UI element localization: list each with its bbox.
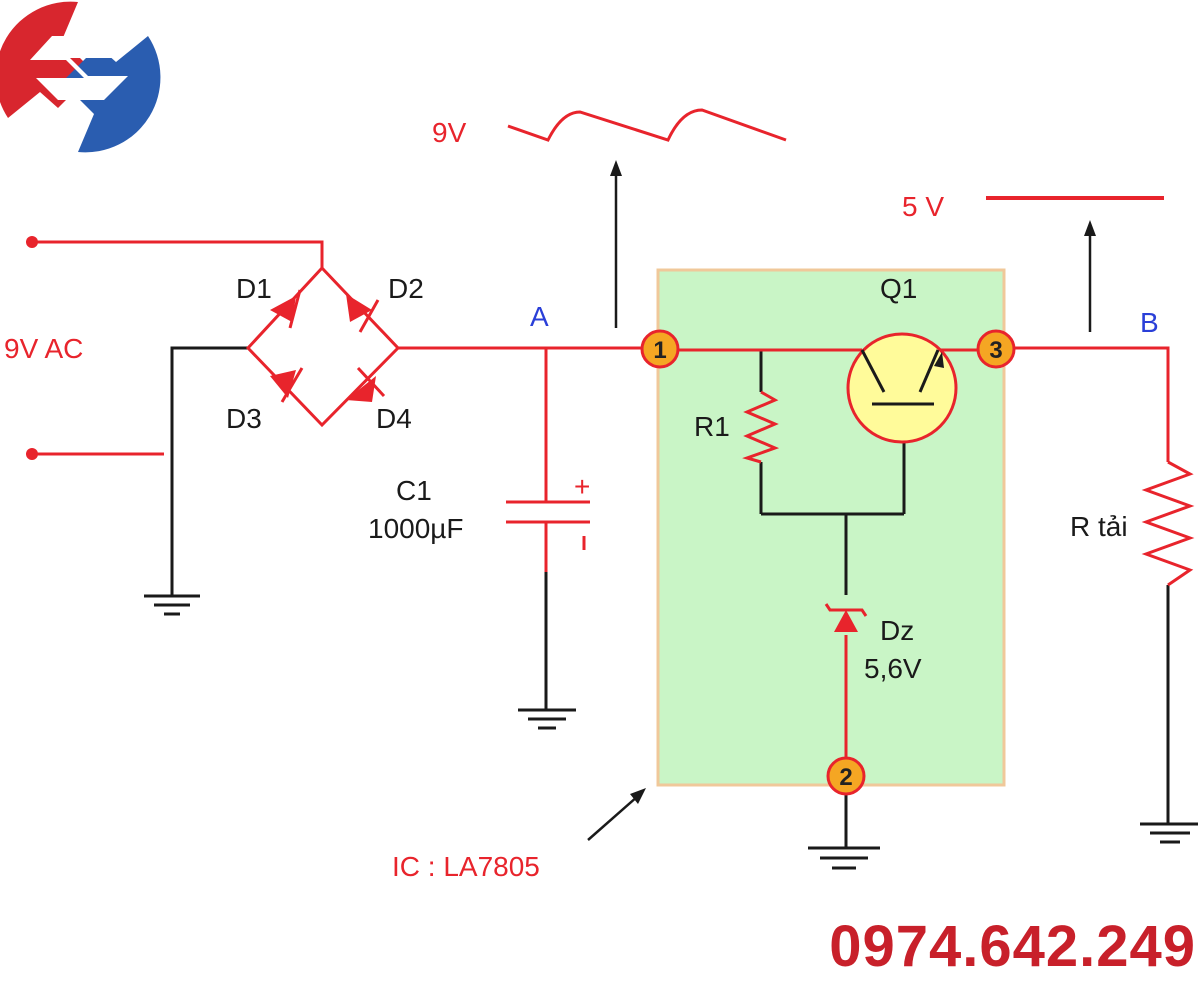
ac-terminal-top <box>26 236 38 248</box>
load-resistor-label: R tải <box>1070 511 1128 542</box>
node-a-label: A <box>530 301 549 332</box>
ic-pin-2: 2 <box>826 756 866 796</box>
input-waveform-label: 9V <box>432 117 467 148</box>
input-ripple-waveform <box>507 108 787 142</box>
capacitor-c1 <box>506 500 590 524</box>
ic-package <box>656 268 1006 787</box>
zener-name-label: Dz <box>880 615 914 646</box>
svg-text:3: 3 <box>989 337 1002 364</box>
ac-terminal-bottom <box>26 448 38 460</box>
capacitor-plus-sign: + <box>574 471 590 502</box>
zener-diode-dz <box>824 603 868 632</box>
diode-d3-label: D3 <box>226 403 262 434</box>
phone-number: 0974.642.249 <box>829 914 1196 979</box>
source-label: 9V AC <box>4 333 83 364</box>
resistor-load <box>1141 460 1195 587</box>
diode-d4-label: D4 <box>376 403 412 434</box>
ground-symbol-capacitor <box>518 708 576 730</box>
svg-text:2: 2 <box>839 764 852 791</box>
diode-d2 <box>346 294 380 333</box>
ic-label: IC : LA7805 <box>392 851 540 882</box>
transistor-label: Q1 <box>880 273 917 304</box>
ground-symbol-rectifier <box>144 594 200 616</box>
diode-d3 <box>270 367 304 403</box>
diode-d1 <box>270 289 302 329</box>
input-waveform-arrow <box>610 160 622 328</box>
company-logo <box>0 1 161 153</box>
signal-wires <box>32 240 1170 760</box>
diode-d2-label: D2 <box>388 273 424 304</box>
diode-d4 <box>346 366 386 402</box>
ground-wires <box>170 346 1170 848</box>
capacitor-name-label: C1 <box>396 475 432 506</box>
ic-pointer-arrow <box>587 788 646 841</box>
ground-symbol-load <box>1140 822 1198 844</box>
node-b-label: B <box>1140 307 1159 338</box>
ic-pin-1: 1 <box>640 329 680 369</box>
ground-symbol-ic <box>808 846 880 870</box>
output-waveform-label: 5 V <box>902 191 944 222</box>
diode-d1-label: D1 <box>236 273 272 304</box>
svg-text:1: 1 <box>653 337 666 364</box>
resistor-r1 <box>742 390 780 464</box>
capacitor-value-label: 1000µF <box>368 513 464 544</box>
ic-pin-3: 3 <box>976 329 1016 369</box>
output-waveform-arrow <box>1084 220 1096 332</box>
zener-value-label: 5,6V <box>864 653 922 684</box>
resistor-r1-label: R1 <box>694 411 730 442</box>
transistor-q1 <box>846 332 958 444</box>
